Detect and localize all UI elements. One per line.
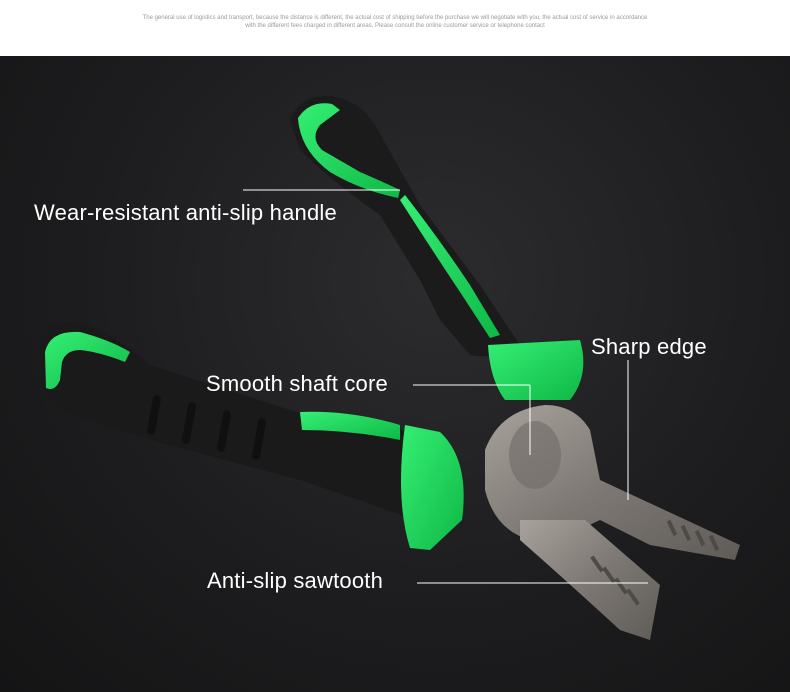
- shipping-notice: The general use of logistics and transpo…: [0, 0, 790, 56]
- product-photo: Wear-resistant anti-slip handle Sharp ed…: [0, 56, 790, 692]
- shipping-notice-line-2: with the different fees charged in diffe…: [245, 23, 545, 29]
- lower-handle: [39, 322, 464, 550]
- callout-shaft-label: Smooth shaft core: [206, 371, 388, 396]
- callout-handle-label: Wear-resistant anti-slip handle: [34, 200, 337, 225]
- callout-lines: [243, 189, 648, 584]
- pliers-illustration: [39, 95, 740, 640]
- shipping-notice-line-1: The general use of logistics and transpo…: [142, 15, 648, 21]
- upper-handle: [290, 95, 584, 400]
- callout-sawtooth-label: Anti-slip sawtooth: [207, 568, 384, 593]
- pliers-head: [485, 405, 740, 640]
- callout-edge-label: Sharp edge: [591, 334, 707, 359]
